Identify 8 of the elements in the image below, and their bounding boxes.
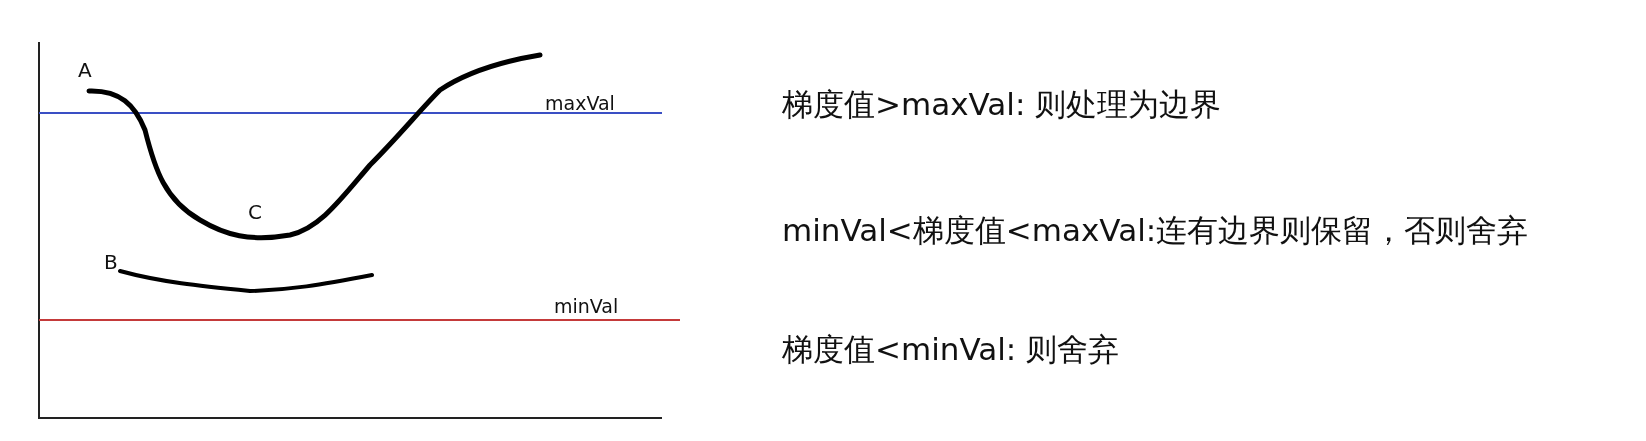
rule-text: 梯度值>maxVal: 则处理为边界	[782, 89, 1222, 120]
rule-text: minVal<梯度值<maxVal:连有边界则保留，否则舍弃	[782, 215, 1529, 246]
point-label: C	[248, 202, 262, 222]
point-label: B	[104, 252, 118, 272]
point-label: A	[78, 60, 92, 80]
threshold-label: minVal	[554, 297, 619, 316]
threshold-label: maxVal	[545, 94, 615, 113]
rule-text: 梯度值<minVal: 则舍弃	[782, 334, 1120, 365]
